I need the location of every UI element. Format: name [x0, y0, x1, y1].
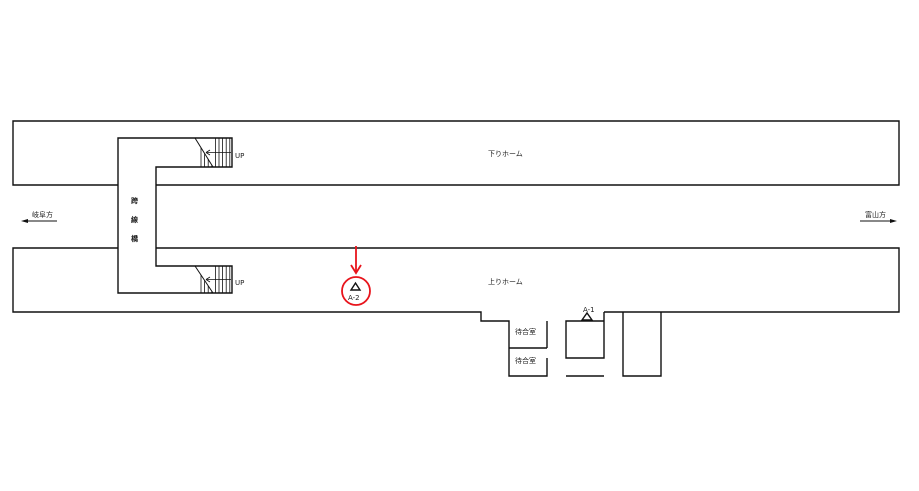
footbridge-char-2: 線 [131, 215, 138, 224]
marker-a2[interactable]: A-2 [341, 246, 371, 306]
arrow-down-icon [350, 264, 362, 275]
footbridge-char-3: 橋 [131, 234, 139, 243]
marker-a1-label: A-1 [583, 306, 595, 314]
marker-a2-label: A-2 [348, 294, 360, 302]
direction-gifu: 岐阜方 [21, 210, 57, 223]
up-platform-label: 上りホーム [488, 277, 523, 286]
stairs-top [194, 137, 231, 168]
triangle-icon [349, 281, 362, 291]
waiting-room-label-2: 待合室 [515, 356, 536, 365]
down-platform [12, 120, 900, 186]
stairs-bottom [194, 265, 231, 294]
a1-structure [565, 312, 605, 377]
down-platform-label: 下りホーム [488, 150, 523, 158]
stairs-up-label-bottom: UP [235, 279, 244, 287]
footbridge-char-1: 跨 [131, 196, 139, 205]
arrow-left-icon [21, 219, 28, 223]
footbridge [117, 137, 233, 294]
marker-a1[interactable]: A-1 [580, 306, 595, 321]
direction-gifu-label: 岐阜方 [32, 210, 53, 219]
direction-toyama-label: 富山方 [865, 210, 886, 219]
annex-building [622, 312, 662, 377]
stairs-up-label-top: UP [235, 152, 244, 160]
up-platform [12, 247, 900, 377]
triangle-icon [580, 311, 594, 321]
direction-toyama: 富山方 [860, 210, 897, 223]
arrow-right-icon [890, 219, 897, 223]
waiting-room-label-1: 待合室 [515, 327, 536, 336]
highlight-circle [341, 276, 371, 306]
